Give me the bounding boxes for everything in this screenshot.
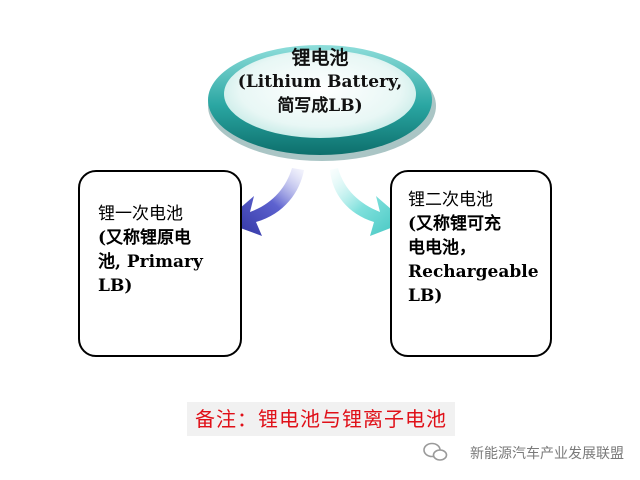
root-ellipse-inner [224, 50, 416, 138]
rechargeable-box-line: Rechargeable [408, 262, 539, 282]
watermark-icon-spacer [442, 444, 464, 462]
footnote-banner: 备注：锂电池与锂离子电池 [187, 402, 455, 436]
rechargeable-box-line: LB) [408, 286, 443, 306]
primary-battery-box: 锂一次电池 (又称锂原电 池, Primary LB) [78, 170, 242, 357]
primary-box-line: 池, Primary [98, 252, 203, 272]
primary-box-line: (又称锂原电 [98, 228, 192, 248]
primary-box-line: LB) [98, 276, 133, 296]
watermark-text: 新能源汽车产业发展联盟 [470, 446, 624, 462]
wechat-icon [423, 442, 448, 461]
arrow-right [330, 168, 406, 236]
rechargeable-battery-box: 锂二次电池 (又称锂可充 电电池， Rechargeable LB) [390, 170, 552, 357]
watermark: 新能源汽车产业发展联盟 [442, 440, 624, 466]
rechargeable-box-line: 电电池， [408, 238, 476, 258]
root-abbrev: 简写成LB) [277, 96, 363, 116]
arrow-left [224, 168, 304, 236]
rechargeable-box-line: 锂二次电池 [408, 190, 493, 210]
root-title: 锂电池 [291, 47, 349, 69]
rechargeable-box-line: (又称锂可充 [408, 214, 502, 234]
root-node-label: 锂电池 (Lithium Battery, 简写成LB) [200, 46, 440, 118]
root-english: (Lithium Battery, [237, 72, 403, 92]
primary-box-line: 锂一次电池 [98, 204, 183, 224]
